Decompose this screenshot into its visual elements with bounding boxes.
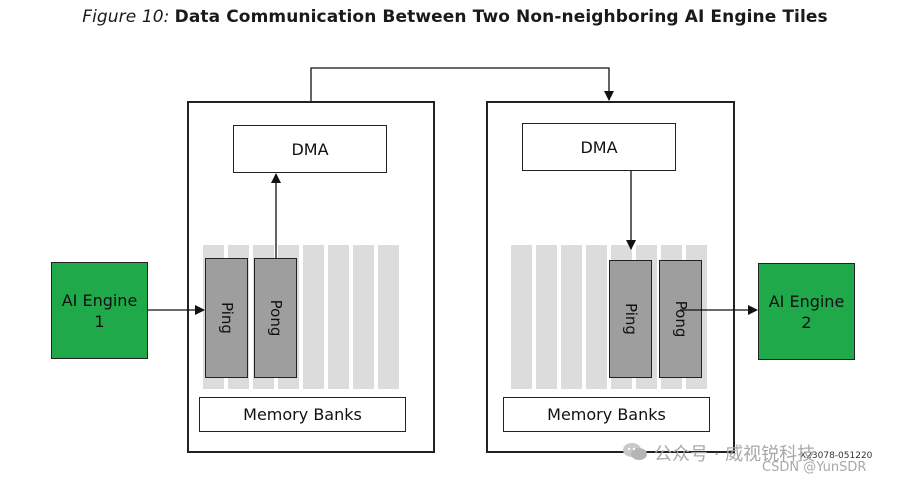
wechat-watermark: 公众号 · 威视锐科技 (654, 444, 816, 465)
figure-caption: Figure 10: Data Communication Between Tw… (0, 6, 910, 27)
memory-bank (561, 245, 582, 389)
ai-engine-1-number: 1 (94, 311, 105, 331)
arrow-dma-to-dma (310, 67, 614, 101)
memory-bank (586, 245, 607, 389)
wechat-icon (623, 443, 647, 460)
memory-bank (378, 245, 399, 389)
memory-banks-box-right: Memory Banks (503, 397, 710, 432)
ai-engine-2: AI Engine 2 (758, 263, 855, 360)
figure-id: X23078-051220 (800, 451, 873, 461)
ping-buffer-left: Ping (205, 258, 248, 378)
figure-label: Figure 10: (82, 7, 170, 27)
dma-box-right: DMA (522, 123, 676, 171)
memory-bank (303, 245, 324, 389)
memory-bank (353, 245, 374, 389)
wechat-logo (622, 441, 648, 461)
ai-engine-2-name: AI Engine (768, 291, 845, 311)
dma-box-left: DMA (233, 125, 387, 173)
pong-buffer-left: Pong (254, 258, 297, 378)
ai-engine-1-name: AI Engine (61, 290, 138, 310)
memory-banks-box-left: Memory Banks (199, 397, 406, 432)
memory-bank (328, 245, 349, 389)
ai-engine-1: AI Engine 1 (51, 262, 148, 359)
csdn-watermark: CSDN @YunSDR (762, 460, 867, 475)
memory-bank (536, 245, 557, 389)
pong-buffer-right: Pong (659, 260, 702, 378)
ping-buffer-right: Ping (609, 260, 652, 378)
memory-bank (511, 245, 532, 389)
ai-engine-2-number: 2 (801, 312, 812, 332)
figure-title: Data Communication Between Two Non-neigh… (174, 7, 828, 27)
